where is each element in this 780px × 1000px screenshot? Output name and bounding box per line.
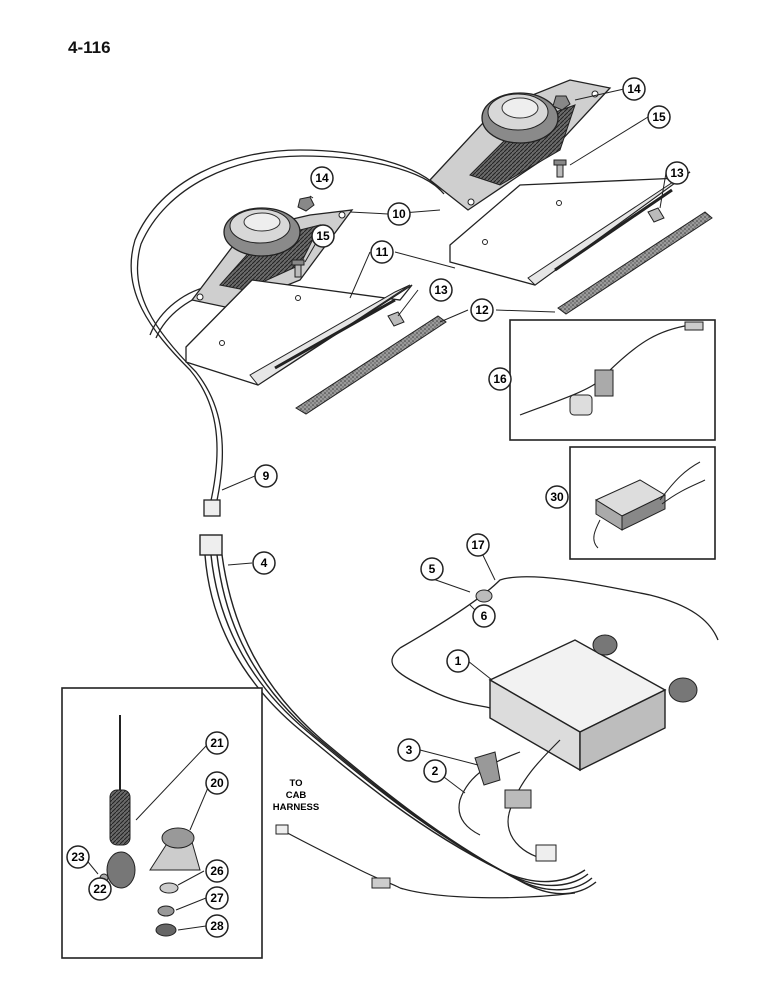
svg-text:4: 4: [261, 556, 268, 570]
svg-text:13: 13: [434, 283, 448, 297]
inset-box-16: [509, 319, 716, 441]
callout-14-lower: 14: [310, 166, 334, 190]
foam-strip-right: [557, 211, 713, 315]
page-number: 4-116: [68, 38, 111, 57]
svg-text:3: 3: [406, 743, 413, 757]
svg-text:11: 11: [376, 245, 389, 259]
screw-15-left: [291, 259, 305, 278]
svg-text:9: 9: [263, 469, 270, 483]
screw-13-right: [647, 207, 665, 223]
svg-text:28: 28: [210, 919, 224, 933]
callout-27: 27: [205, 886, 229, 910]
harness-connector: [535, 844, 557, 862]
callout-10: 10: [387, 202, 411, 226]
svg-text:14: 14: [627, 82, 641, 96]
callout-13-upper: 13: [665, 161, 689, 185]
callout-17: 17: [466, 533, 490, 557]
antenna-cable: [391, 576, 719, 709]
callout-1: 1: [446, 649, 470, 673]
callout-16: 16: [488, 367, 512, 391]
inline-fuse: [371, 877, 391, 889]
svg-text:20: 20: [210, 776, 224, 790]
svg-text:1: 1: [455, 654, 462, 668]
callout-15-lower: 15: [311, 224, 335, 248]
svg-text:TO: TO: [289, 778, 302, 789]
svg-text:30: 30: [550, 490, 564, 504]
callout-15-upper: 15: [647, 105, 671, 129]
callout-14-upper: 14: [622, 77, 646, 101]
callout-5: 5: [420, 557, 444, 581]
callout-30: 30: [545, 485, 569, 509]
svg-text:CAB: CAB: [286, 790, 307, 801]
fuse-holder: [504, 789, 532, 809]
inset-box-30: [569, 446, 716, 560]
callout-21: 21: [205, 731, 229, 755]
cab-harness-note: TO CAB HARNESS: [273, 778, 319, 813]
callout-28: 28: [205, 914, 229, 938]
svg-text:13: 13: [670, 166, 684, 180]
callout-12: 12: [470, 298, 494, 322]
svg-text:2: 2: [432, 764, 439, 778]
main-harness: [199, 534, 597, 895]
svg-text:14: 14: [315, 171, 329, 185]
power-lead: [458, 739, 561, 861]
callout-13-lower: 13: [429, 278, 453, 302]
radio-unit: [488, 634, 698, 772]
speaker-harness: [130, 149, 445, 506]
svg-text:HARNESS: HARNESS: [273, 802, 319, 813]
screw-13-left: [387, 311, 405, 327]
inset-box-antenna-kit: [61, 687, 263, 959]
speaker-right: [429, 79, 612, 211]
knob-3: [474, 751, 501, 786]
screw-15-right: [553, 159, 567, 178]
svg-text:15: 15: [652, 110, 666, 124]
callout-3: 3: [397, 738, 421, 762]
callout-20: 20: [205, 771, 229, 795]
nut-14-right: [552, 95, 571, 111]
svg-text:12: 12: [475, 303, 489, 317]
mounting-plate-right: [449, 171, 691, 286]
callout-23: 23: [66, 845, 90, 869]
callout-11: 11: [370, 240, 394, 264]
grommet-5: [475, 589, 493, 603]
cab-connector: [275, 824, 289, 835]
callouts: 14 15 13 14 10 15 11 13 12 16 30 9 4 17 …: [66, 77, 689, 938]
svg-text:6: 6: [481, 609, 488, 623]
svg-text:10: 10: [392, 207, 406, 221]
callout-2: 2: [423, 759, 447, 783]
svg-text:22: 22: [93, 882, 107, 896]
foam-strip-left: [295, 315, 447, 415]
cab-harness-lead: [281, 829, 576, 899]
callout-4: 4: [252, 551, 276, 575]
connector-9: [203, 499, 221, 517]
callout-26: 26: [205, 859, 229, 883]
svg-text:23: 23: [71, 850, 85, 864]
nut-14-left: [297, 196, 315, 212]
svg-text:15: 15: [316, 229, 330, 243]
svg-text:27: 27: [210, 891, 224, 905]
mounting-plate-left: [185, 279, 413, 386]
svg-text:21: 21: [210, 736, 224, 750]
svg-text:16: 16: [493, 372, 507, 386]
callout-6: 6: [472, 604, 496, 628]
svg-text:26: 26: [210, 864, 224, 878]
callout-9: 9: [254, 464, 278, 488]
callout-22: 22: [88, 877, 112, 901]
svg-text:5: 5: [429, 562, 436, 576]
svg-text:17: 17: [471, 538, 485, 552]
